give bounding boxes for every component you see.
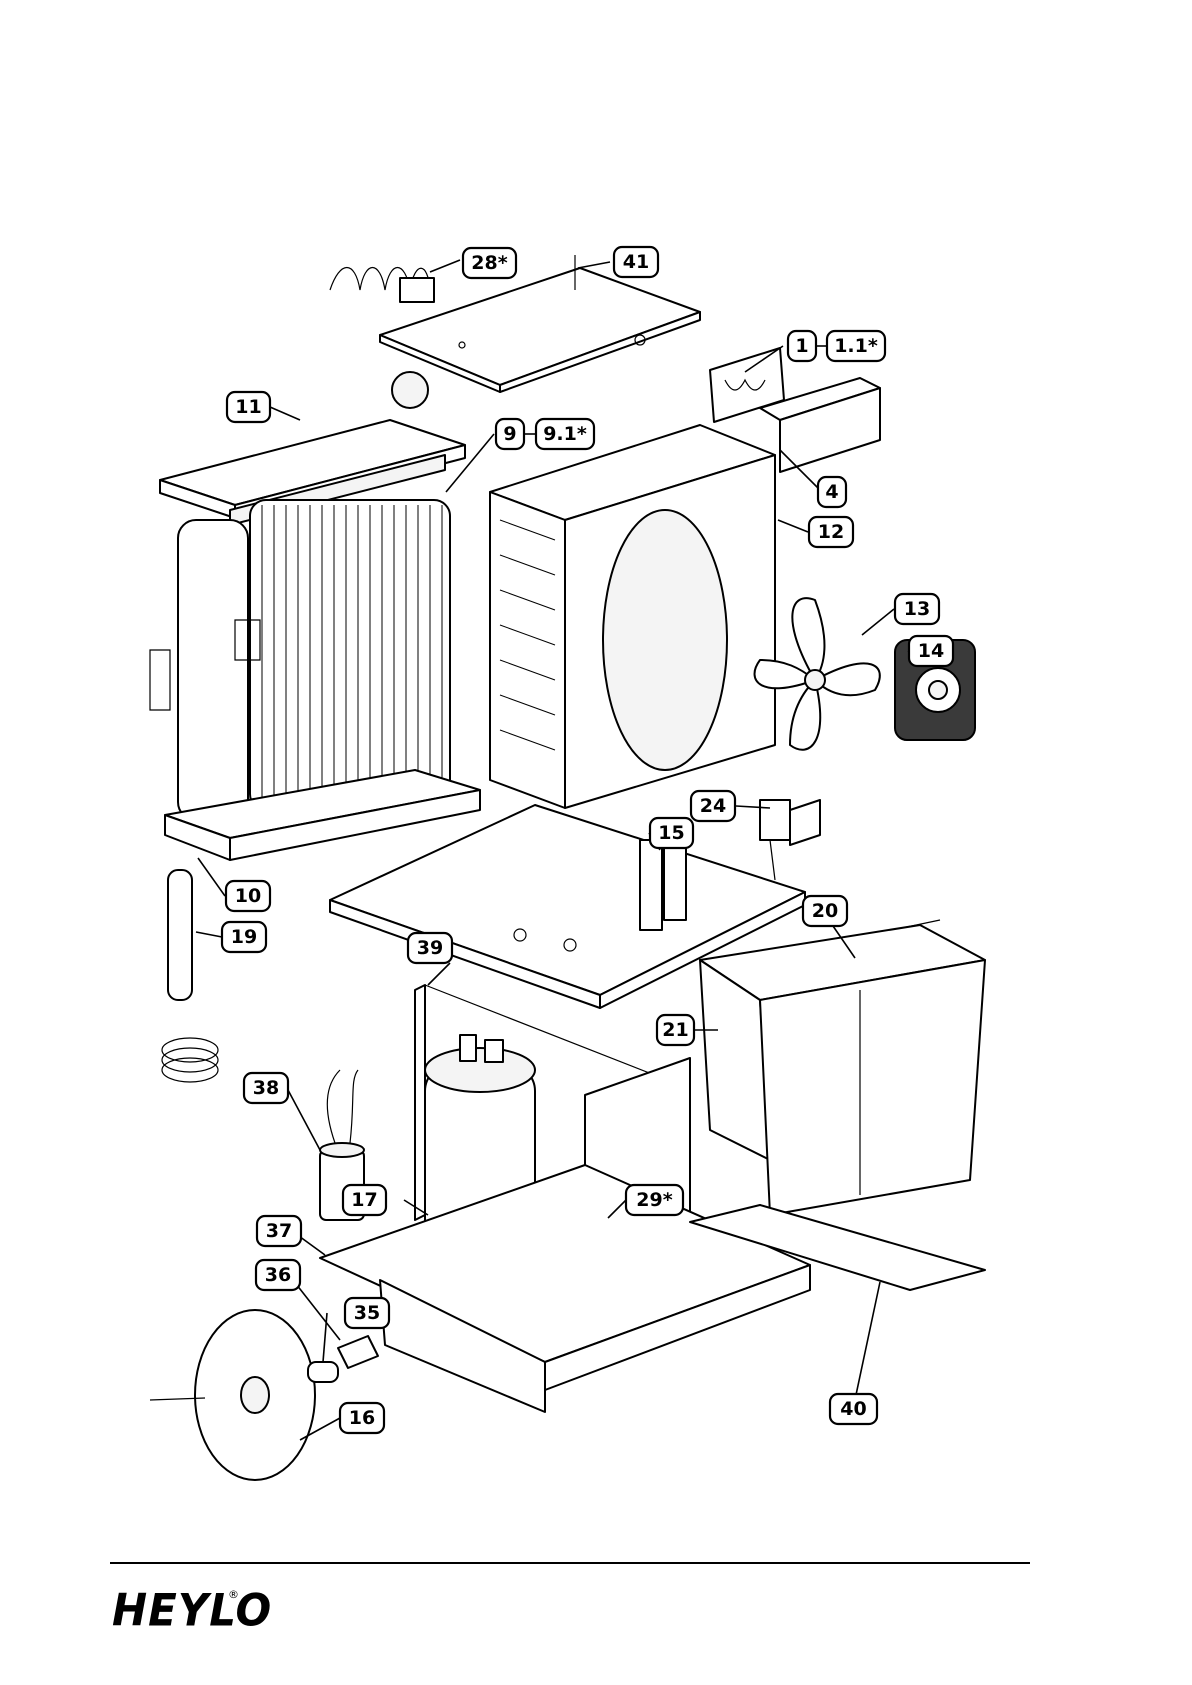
callout-29: 29* bbox=[626, 1185, 683, 1215]
callout-15: 15 bbox=[650, 818, 693, 848]
footer-rule bbox=[110, 1562, 1030, 1564]
svg-text:28*: 28* bbox=[471, 252, 507, 274]
svg-text:29*: 29* bbox=[636, 1189, 672, 1211]
svg-text:35: 35 bbox=[354, 1302, 380, 1324]
svg-text:37: 37 bbox=[266, 1220, 292, 1242]
svg-text:19: 19 bbox=[231, 926, 257, 948]
svg-text:9: 9 bbox=[503, 423, 516, 445]
callout-9: 9 bbox=[496, 419, 524, 449]
svg-text:15: 15 bbox=[658, 822, 684, 844]
callout-12: 12 bbox=[809, 517, 853, 547]
callout-39: 39 bbox=[408, 933, 452, 963]
callout-16: 16 bbox=[340, 1403, 384, 1433]
callout-10: 10 bbox=[226, 881, 270, 911]
svg-text:10: 10 bbox=[235, 885, 261, 907]
svg-text:38: 38 bbox=[253, 1077, 279, 1099]
svg-text:40: 40 bbox=[840, 1398, 866, 1420]
part-wheel bbox=[150, 1310, 315, 1480]
callout-41: 41 bbox=[614, 247, 658, 277]
part-axle bbox=[308, 1362, 338, 1382]
svg-text:24: 24 bbox=[700, 795, 726, 817]
part-wheel-bracket bbox=[338, 1336, 378, 1368]
svg-text:1: 1 bbox=[795, 335, 808, 357]
callout-17: 17 bbox=[343, 1185, 386, 1215]
callout-4: 4 bbox=[818, 477, 846, 507]
callout-9-1: 9.1* bbox=[536, 419, 594, 449]
brand-logo: HEYLO bbox=[112, 1585, 272, 1636]
callout-24: 24 bbox=[691, 791, 735, 821]
callout-38: 38 bbox=[244, 1073, 288, 1103]
callout-35: 35 bbox=[345, 1298, 389, 1328]
callout-37: 37 bbox=[257, 1216, 301, 1246]
callout-36: 36 bbox=[256, 1260, 300, 1290]
part-base-frame bbox=[320, 1165, 810, 1412]
svg-text:13: 13 bbox=[904, 598, 930, 620]
svg-text:41: 41 bbox=[623, 251, 649, 273]
callout-13: 13 bbox=[895, 594, 939, 624]
callout-11: 11 bbox=[227, 392, 270, 422]
callout-14: 14 bbox=[909, 636, 953, 666]
callout-20: 20 bbox=[803, 896, 847, 926]
svg-text:1.1*: 1.1* bbox=[834, 335, 878, 357]
svg-text:20: 20 bbox=[812, 900, 838, 922]
part-water-tank bbox=[700, 925, 985, 1215]
callout-28: 28* bbox=[463, 248, 516, 278]
part-filter-drier bbox=[162, 870, 218, 1082]
svg-text:16: 16 bbox=[349, 1407, 375, 1429]
svg-text:11: 11 bbox=[235, 396, 261, 418]
svg-text:21: 21 bbox=[662, 1019, 688, 1041]
callout-40: 40 bbox=[830, 1394, 877, 1424]
callout-19: 19 bbox=[222, 922, 266, 952]
callout-1-1: 1.1* bbox=[827, 331, 885, 361]
part-condenser bbox=[490, 425, 775, 808]
callout-1: 1 bbox=[788, 331, 816, 361]
svg-text:14: 14 bbox=[918, 640, 944, 662]
svg-text:36: 36 bbox=[265, 1264, 291, 1286]
registered-mark: ® bbox=[228, 1588, 239, 1601]
svg-text:9.1*: 9.1* bbox=[543, 423, 587, 445]
svg-text:39: 39 bbox=[417, 937, 443, 959]
part-switch bbox=[760, 800, 820, 880]
svg-text:12: 12 bbox=[818, 521, 844, 543]
svg-text:17: 17 bbox=[351, 1189, 377, 1211]
callout-21: 21 bbox=[657, 1015, 694, 1045]
svg-text:4: 4 bbox=[825, 481, 838, 503]
